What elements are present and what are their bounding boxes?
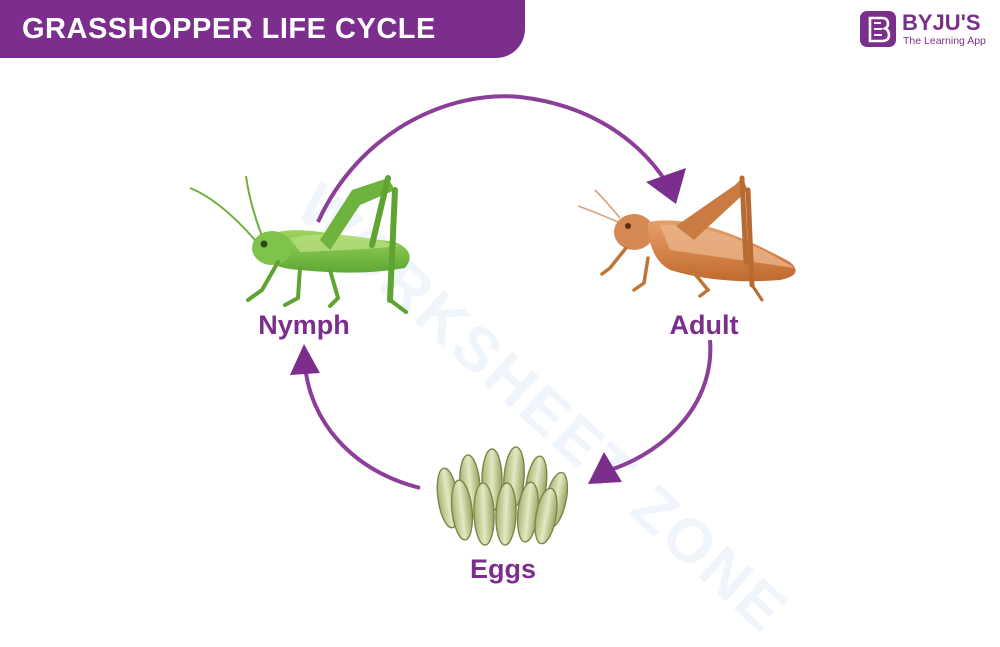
brand-logo: BYJU'S The Learning App bbox=[860, 10, 996, 51]
eggs-cluster-icon bbox=[436, 446, 569, 546]
arrow-head-adult-icon bbox=[646, 168, 686, 204]
page-title: GRASSHOPPER LIFE CYCLE bbox=[22, 12, 436, 45]
arrow-head-eggs-icon bbox=[588, 452, 622, 484]
brand-name: BYJU'S bbox=[902, 10, 981, 35]
cycle-arrows bbox=[290, 94, 713, 490]
arrow-nymph-to-adult bbox=[316, 94, 670, 223]
stage-label-eggs: Eggs bbox=[469, 554, 536, 584]
adult-grasshopper-icon bbox=[577, 175, 796, 302]
arrow-adult-to-eggs bbox=[609, 339, 713, 472]
arrow-eggs-to-nymph bbox=[303, 364, 421, 490]
title-banner: GRASSHOPPER LIFE CYCLE bbox=[0, 0, 525, 58]
brand-mark-icon bbox=[860, 11, 896, 47]
brand-tagline: The Learning App bbox=[903, 35, 986, 47]
stage-label-adult: Adult bbox=[669, 310, 739, 340]
life-cycle-diagram bbox=[189, 94, 796, 546]
nymph-grasshopper-icon bbox=[189, 175, 410, 314]
stage-label-nymph: Nymph bbox=[258, 310, 350, 340]
arrow-head-nymph-icon bbox=[290, 344, 320, 375]
